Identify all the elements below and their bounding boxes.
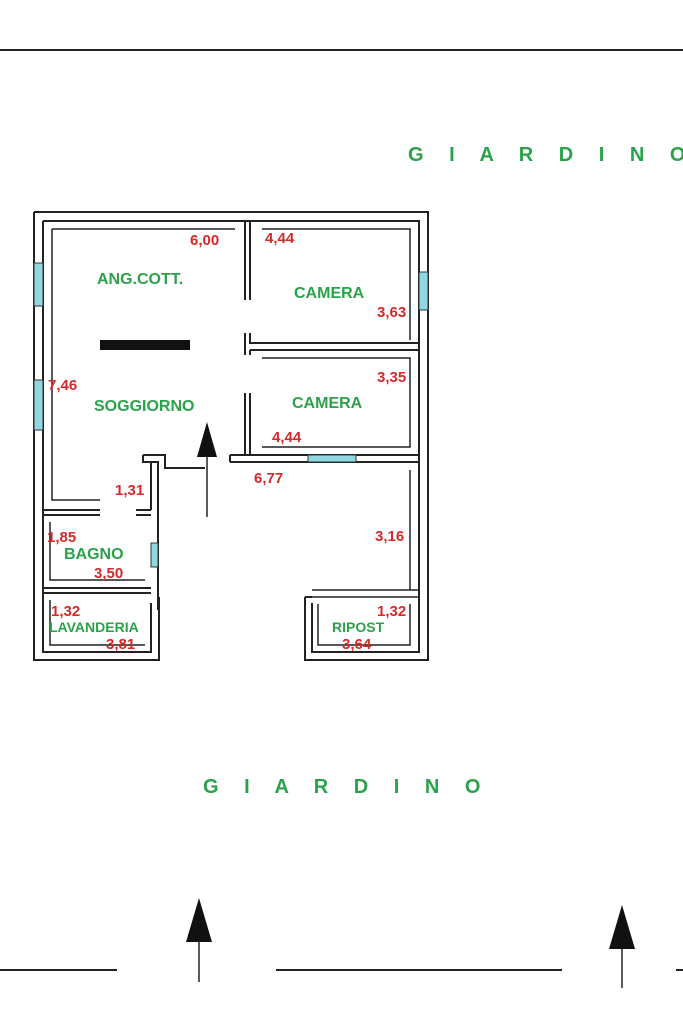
dim-381: 3,81 [106, 636, 135, 653]
dim-185: 1,85 [47, 529, 76, 546]
dim-600: 6,00 [190, 232, 219, 249]
room-lavanderia: LAVANDERIA [49, 619, 139, 635]
entrance-arrow-icon [197, 422, 217, 517]
garden-label-top: G I A R D I N O [408, 144, 683, 166]
dim-131: 1,31 [115, 482, 144, 499]
dim-335: 3,35 [377, 369, 406, 386]
dim-132-left: 1,32 [51, 603, 80, 620]
dim-350: 3,50 [94, 565, 123, 582]
bottom-arrow-right-icon [609, 905, 635, 988]
room-camera-1: CAMERA [294, 285, 365, 302]
room-ripost: RIPOST [332, 619, 385, 635]
outer-walls [33, 211, 429, 661]
window-corridor [307, 454, 357, 463]
dim-677: 6,77 [254, 470, 283, 487]
dim-132-right: 1,32 [377, 603, 406, 620]
dim-363: 3,63 [377, 304, 406, 321]
window-right-top [418, 271, 429, 311]
bottom-arrow-left-icon [186, 898, 212, 982]
window-left-mid [33, 379, 44, 431]
window-left-top [33, 262, 44, 307]
kitchen-counter [100, 340, 190, 350]
dim-364: 3,64 [342, 636, 372, 653]
room-soggiorno: SOGGIORNO [94, 398, 194, 415]
window-bagno [150, 542, 159, 568]
room-bagno: BAGNO [64, 546, 124, 563]
dim-746: 7,46 [48, 377, 77, 394]
dim-316: 3,16 [375, 528, 404, 545]
room-camera-2: CAMERA [292, 395, 363, 412]
room-ang-cott: ANG.COTT. [97, 271, 183, 288]
windows [33, 262, 429, 568]
dim-444-mid: 4,44 [272, 429, 302, 446]
dim-444-top: 4,44 [265, 230, 295, 247]
garden-label-bottom: G I A R D I N O [203, 776, 490, 798]
